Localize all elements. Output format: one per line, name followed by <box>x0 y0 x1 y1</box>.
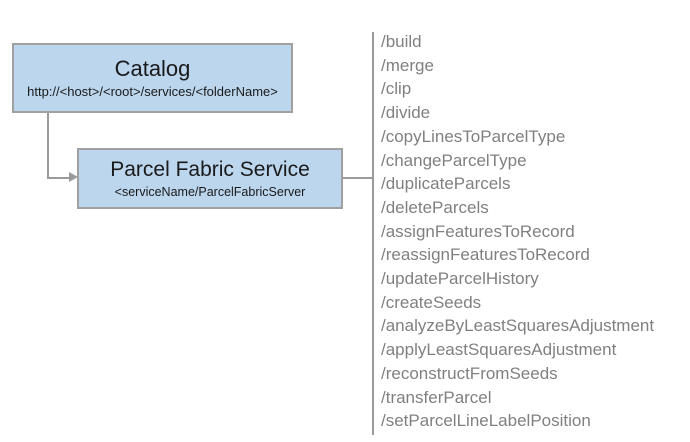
connector-vertical-segment <box>47 113 49 178</box>
catalog-node: Catalog http://<host>/<root>/services/<f… <box>12 43 293 113</box>
operation-item[interactable]: /reconstructFromSeeds <box>381 363 558 383</box>
operation-item[interactable]: /createSeeds <box>381 292 482 312</box>
operation-item[interactable]: /clip <box>381 79 412 99</box>
operation-item[interactable]: /applyLeastSquaresAdjustment <box>381 340 617 360</box>
operations-divider <box>372 32 374 435</box>
operation-item[interactable]: /duplicateParcels <box>381 174 511 194</box>
operation-item[interactable]: /setParcelLineLabelPosition <box>381 411 591 431</box>
operations-list: /build/merge/clip/divide/copyLinesToParc… <box>381 30 681 433</box>
operation-item[interactable]: /assignFeaturesToRecord <box>381 221 575 241</box>
catalog-node-url: http://<host>/<root>/services/<folderNam… <box>27 84 278 99</box>
parcel-fabric-service-title: Parcel Fabric Service <box>110 158 310 181</box>
operation-item[interactable]: /merge <box>381 55 434 75</box>
operation-item[interactable]: /divide <box>381 103 431 123</box>
catalog-node-title: Catalog <box>114 56 191 81</box>
connector-operations-stub <box>343 177 374 179</box>
operation-item[interactable]: /updateParcelHistory <box>381 269 539 289</box>
operation-item[interactable]: /reassignFeaturesToRecord <box>381 245 590 265</box>
connector-horizontal-segment <box>47 177 71 179</box>
operation-item[interactable]: /build <box>381 32 422 51</box>
operation-item[interactable]: /analyzeByLeastSquaresAdjustment <box>381 316 655 336</box>
operation-item[interactable]: /transferParcel <box>381 387 492 407</box>
operation-item[interactable]: /copyLinesToParcelType <box>381 126 566 146</box>
parcel-fabric-service-path: <serviceName/ParcelFabricServer <box>114 185 306 199</box>
parcel-fabric-service-node: Parcel Fabric Service <serviceName/Parce… <box>77 148 343 209</box>
operation-item[interactable]: /deleteParcels <box>381 197 489 217</box>
arrowhead-icon <box>69 172 78 182</box>
operation-item[interactable]: /changeParcelType <box>381 150 527 170</box>
